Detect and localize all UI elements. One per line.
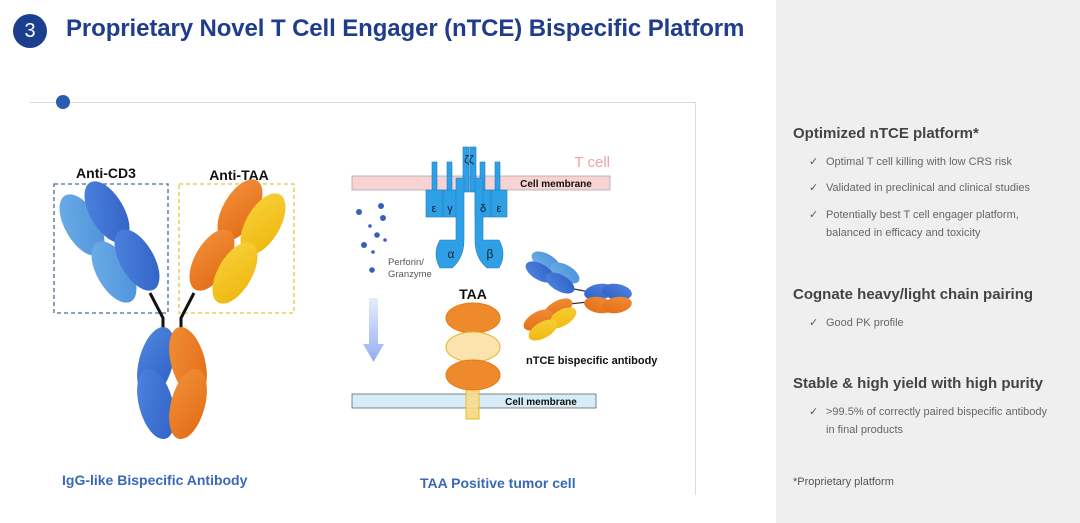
sidebar-item: ✓ Potentially best T cell engager platfo… bbox=[809, 206, 1066, 242]
epsilon-left-label: ε bbox=[432, 203, 437, 215]
ntce-bispecific-antibody bbox=[523, 251, 632, 341]
sidebar-item: ✓ Optimal T cell killing with low CRS ri… bbox=[809, 153, 1066, 171]
ntce-antibody-label: nTCE bispecific antibody bbox=[526, 355, 658, 367]
taa-label: TAA bbox=[459, 286, 487, 302]
checkmark-icon: ✓ bbox=[809, 156, 819, 168]
perforin-granzyme-dots bbox=[356, 203, 387, 273]
checkmark-icon: ✓ bbox=[809, 406, 819, 418]
cd3-light-chain-cl bbox=[91, 241, 137, 303]
checkmark-icon: ✓ bbox=[809, 209, 819, 221]
t-cell-membrane-label: Cell membrane bbox=[520, 179, 592, 190]
gamma-label: γ bbox=[447, 203, 453, 215]
taa-light-chain-cl bbox=[212, 242, 258, 304]
taa-heavy-chain-ch1 bbox=[189, 229, 235, 291]
checkmark-icon: ✓ bbox=[809, 182, 819, 194]
epsilon-right-label: ε bbox=[497, 203, 502, 215]
sidebar-item: ✓ >99.5% of correctly paired bispecific … bbox=[809, 403, 1056, 439]
granzyme-label: Granzyme bbox=[388, 269, 432, 280]
anti-cd3-box bbox=[53, 183, 169, 314]
cd3-light-chain-vl bbox=[59, 194, 105, 256]
anti-cd3-label: Anti-CD3 bbox=[76, 165, 136, 181]
down-arrow-icon bbox=[363, 298, 384, 362]
taa-tumor-cell-caption: TAA Positive tumor cell bbox=[420, 475, 576, 491]
sidebar-heading-cognate: Cognate heavy/light chain pairing bbox=[793, 286, 1034, 303]
beta-label: β bbox=[487, 247, 494, 261]
t-cell-label: T cell bbox=[574, 154, 610, 171]
tcell-tumor-interaction: T cell Cell membrane ζζ ε γ δ ε α β bbox=[351, 146, 658, 420]
page-title: Proprietary Novel T Cell Engager (nTCE) … bbox=[66, 15, 745, 42]
tcr-cd3-complex bbox=[425, 146, 508, 269]
cd3-heavy-chain-vh bbox=[84, 181, 130, 243]
anti-taa-box bbox=[178, 183, 295, 314]
taa-domain-2 bbox=[445, 331, 501, 363]
anti-taa-label: Anti-TAA bbox=[209, 167, 269, 183]
features-sidebar: Optimized nTCE platform* ✓ Optimal T cel… bbox=[776, 0, 1080, 523]
sidebar-item: ✓ Validated in preclinical and clinical … bbox=[809, 179, 1066, 197]
zeta-label: ζζ bbox=[464, 154, 474, 166]
sidebar-heading-optimized: Optimized nTCE platform* bbox=[793, 125, 979, 142]
cd3-heavy-chain-ch1 bbox=[114, 229, 160, 291]
sidebar-heading-stable: Stable & high yield with high purity bbox=[793, 375, 1044, 392]
taa-heavy-chain-vh bbox=[217, 179, 263, 241]
sidebar-item: ✓ Good PK profile bbox=[809, 314, 1066, 332]
fc-ch3-orange bbox=[169, 368, 207, 440]
fc-ch3-blue bbox=[137, 368, 175, 440]
delta-label: δ bbox=[480, 203, 486, 215]
checkmark-icon: ✓ bbox=[809, 317, 819, 329]
taa-domain-1 bbox=[445, 302, 501, 334]
perforin-label: Perforin/ bbox=[388, 257, 424, 268]
igg-bispecific-caption: IgG-like Bispecific Antibody bbox=[62, 472, 248, 488]
mechanism-diagram: Anti-CD3 Anti-TAA T cell Cell membrane bbox=[53, 146, 658, 440]
diagram-panel-border bbox=[695, 102, 696, 495]
timeline-line bbox=[30, 102, 695, 103]
timeline-dot bbox=[56, 95, 70, 109]
footnote: *Proprietary platform bbox=[793, 476, 894, 488]
igg-bispecific-antibody: Anti-CD3 Anti-TAA bbox=[53, 165, 295, 440]
tumor-membrane-label: Cell membrane bbox=[505, 397, 577, 408]
alpha-label: α bbox=[448, 247, 455, 261]
taa-domain-3 bbox=[445, 359, 501, 391]
taa-light-chain-vl bbox=[240, 193, 286, 255]
section-number-badge: 3 bbox=[13, 14, 47, 48]
